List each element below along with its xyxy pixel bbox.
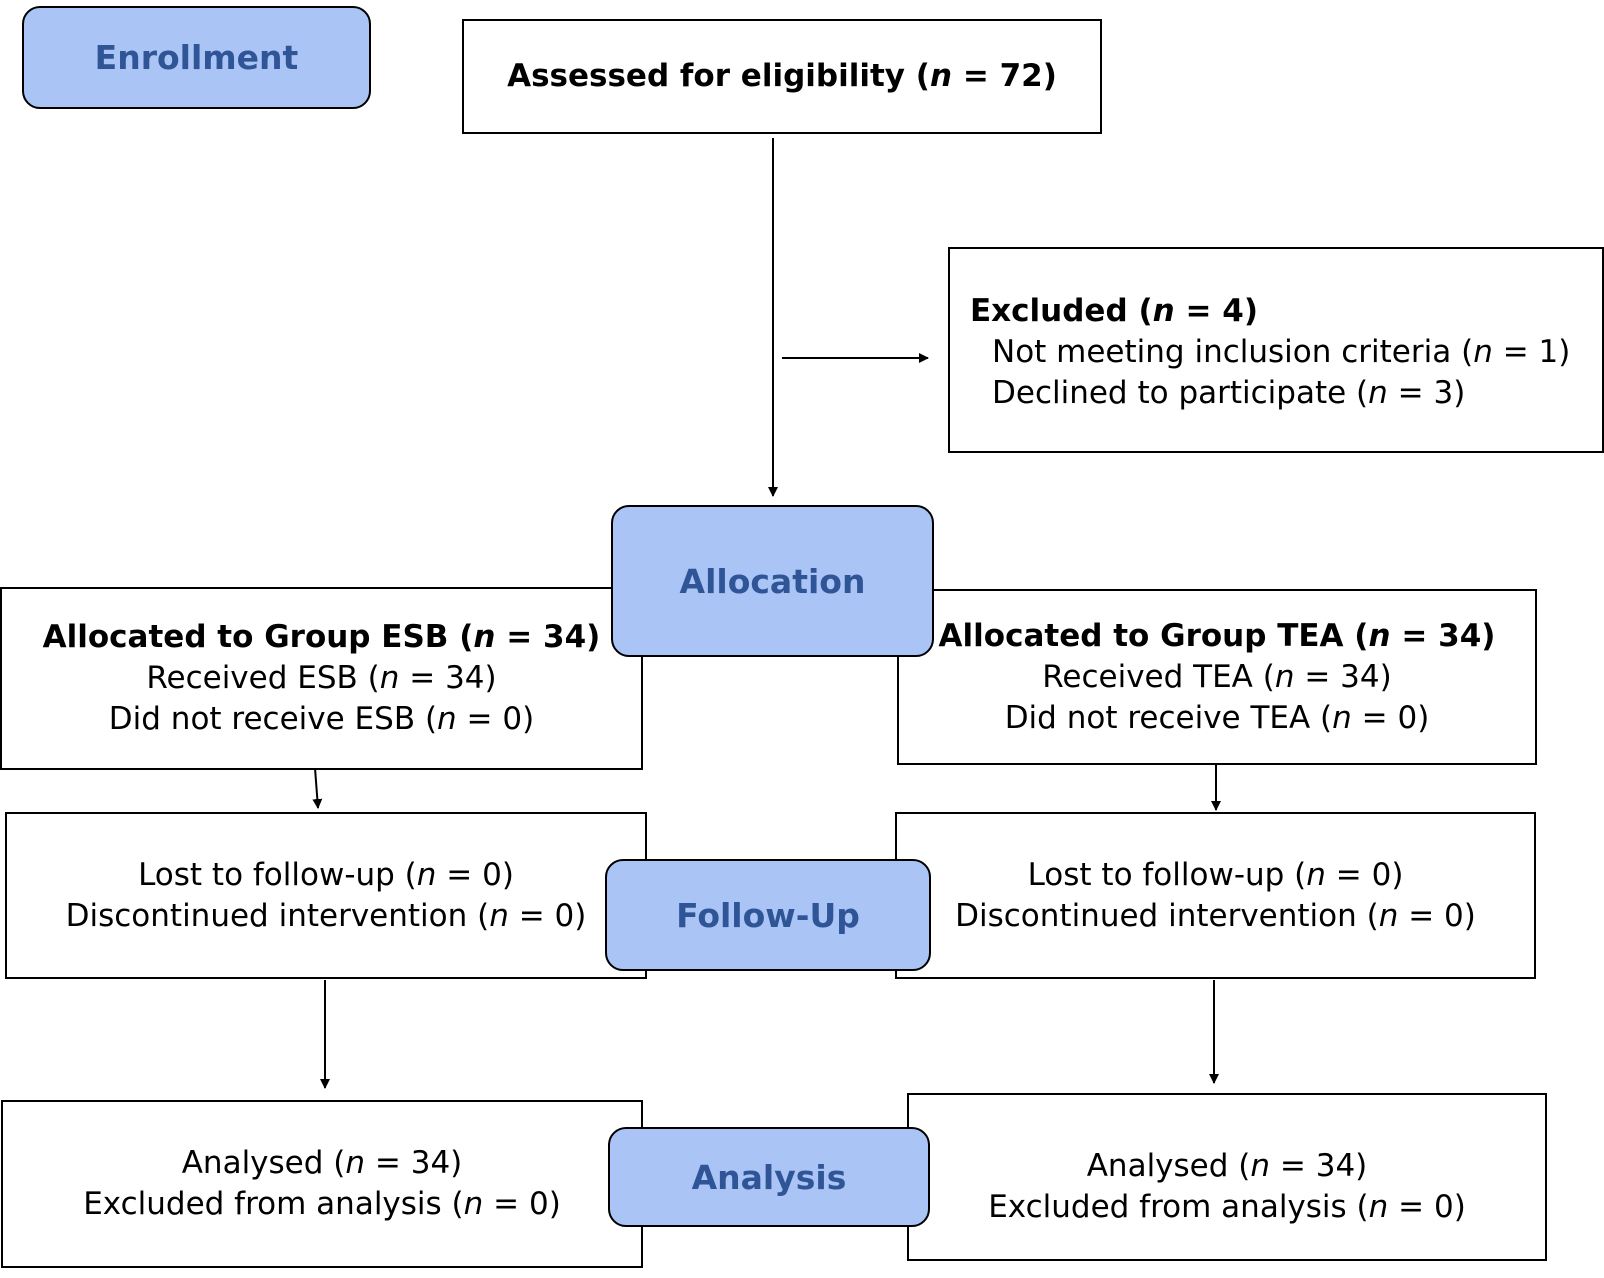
esb-analysed: Analysed (n = 34) [181,1145,463,1181]
assessed-text: Assessed for eligibility (n = 72) [507,58,1057,94]
esb-followup-box: Lost to follow-up (n = 0) Discontinued i… [5,812,647,979]
tea-excluded-analysis: Excluded from analysis (n = 0) [988,1189,1466,1225]
esb-allocated-box: Allocated to Group ESB (n = 34) Received… [0,587,643,770]
stage-follow-up-label: Follow-Up [676,895,860,935]
tea-discontinued: Discontinued intervention (n = 0) [955,897,1476,934]
stage-analysis: Analysis [608,1127,930,1227]
tea-analysed: Analysed (n = 34) [1086,1148,1368,1184]
tea-received: Received TEA (n = 34) [1042,658,1392,695]
esb-analysis-box: Analysed (n = 34) Excluded from analysis… [1,1100,643,1268]
excluded-item-inclusion: Not meeting inclusion criteria (n = 1) [992,334,1571,370]
stage-enrollment: Enrollment [22,6,371,109]
tea-not-received: Did not receive TEA (n = 0) [1004,699,1430,736]
stage-analysis-label: Analysis [691,1157,847,1197]
excluded-title: Excluded (n = 4) [970,293,1258,329]
esb-discontinued: Discontinued intervention (n = 0) [65,897,587,934]
tea-allocated-box: Allocated to Group TEA (n = 34) Received… [897,589,1537,765]
arrow-esb-allocated-to-followup [312,767,323,809]
esb-not-received: Did not receive ESB (n = 0) [108,701,535,737]
esb-lost: Lost to follow-up (n = 0) [138,856,514,893]
stage-allocation-label: Allocation [679,561,866,601]
stage-follow-up: Follow-Up [605,859,931,971]
esb-allocated-title: Allocated to Group ESB (n = 34) [42,619,601,655]
excluded-box: Excluded (n = 4) Not meeting inclusion c… [948,247,1604,453]
stage-allocation: Allocation [611,505,934,657]
assessed-box: Assessed for eligibility (n = 72) [462,19,1102,134]
tea-analysis-box: Analysed (n = 34) Excluded from analysis… [907,1093,1547,1261]
excluded-item-declined: Declined to participate (n = 3) [992,375,1466,411]
esb-received: Received ESB (n = 34) [146,660,497,696]
esb-excluded-analysis: Excluded from analysis (n = 0) [83,1186,561,1222]
tea-allocated-title: Allocated to Group TEA (n = 34) [938,617,1496,654]
tea-followup-box: Lost to follow-up (n = 0) Discontinued i… [895,812,1536,979]
stage-enrollment-label: Enrollment [94,38,299,77]
tea-lost: Lost to follow-up (n = 0) [1027,856,1404,893]
